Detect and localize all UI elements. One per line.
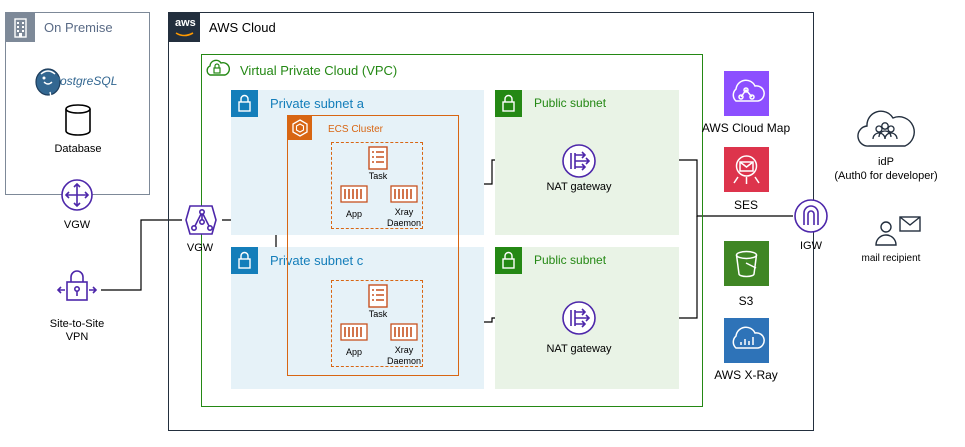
igw-icon <box>793 198 829 234</box>
public-subnet-a-lock-icon <box>495 90 522 117</box>
private-subnet-a-title: Private subnet a <box>270 96 364 111</box>
public-subnet-c-lock-icon <box>495 247 522 274</box>
task-a-group: Task App Xray Daemon <box>331 142 423 229</box>
building-icon <box>6 13 35 42</box>
vpn-label-line1: Site-to-Site <box>49 318 105 330</box>
vpn-to-vgw-line <box>101 219 182 291</box>
vgw-onprem-label: VGW <box>63 219 91 231</box>
task-a-app-container-icon <box>340 185 368 203</box>
nat-gateway-c-icon <box>561 300 597 336</box>
on-premise-group: On Premise <box>5 12 150 195</box>
cloud-map-icon <box>724 71 769 116</box>
vgw-router-icon <box>60 178 94 212</box>
aws-logo-icon: aws <box>169 13 200 42</box>
task-a-app-label: App <box>345 209 363 219</box>
task-a-icon <box>368 146 388 170</box>
task-a-xray-container-icon <box>390 185 418 203</box>
vpc-cloud-lock-icon <box>204 58 230 80</box>
idp-users-cloud-icon <box>855 108 917 152</box>
task-c-xray-label: Xray <box>394 345 414 355</box>
private-subnet-c-title: Private subnet c <box>270 253 364 268</box>
nat-gateway-a-icon <box>561 143 597 179</box>
s3-label: S3 <box>738 294 754 308</box>
nat-gateway-c-label: NAT gateway <box>546 343 612 355</box>
task-c-icon <box>368 284 388 308</box>
private-subnet-a-lock-icon <box>231 90 258 117</box>
public-subnet-a-title: Public subnet <box>534 96 607 110</box>
s3-icon <box>724 241 769 286</box>
idp-label-line2: (Auth0 for developer) <box>834 170 938 182</box>
task-c-app-container-icon <box>340 323 368 341</box>
on-premise-title: On Premise <box>44 20 113 35</box>
task-c-group: Task App Xray Daemon <box>331 280 423 367</box>
aws-cloud-title: AWS Cloud <box>209 20 276 35</box>
ecs-cluster-group: ECS Cluster <box>287 115 459 376</box>
ses-label: SES <box>733 198 759 212</box>
cloud-map-label: AWS Cloud Map <box>701 121 791 135</box>
ecs-cluster-icon <box>288 116 312 140</box>
postgresql-logo-icon <box>28 64 128 104</box>
aws-logo-text: aws <box>175 17 196 29</box>
public-subnet-c-title: Public subnet <box>534 253 607 267</box>
igw-label: IGW <box>800 240 822 252</box>
ecs-cluster-title: ECS Cluster <box>328 124 384 135</box>
mail-recipient-icon <box>872 213 924 249</box>
postgresql-logo-text: PostgreSQL <box>52 74 118 88</box>
vpc-title: Virtual Private Cloud (VPC) <box>240 63 398 78</box>
private-subnet-a: Private subnet a <box>231 90 484 235</box>
private-subnet-c: Private subnet c <box>231 247 484 389</box>
task-c-label: Task <box>368 309 388 319</box>
vgw-vpc-label: VGW <box>186 242 214 254</box>
ses-icon <box>724 147 769 192</box>
private-subnet-c-lock-icon <box>231 247 258 274</box>
database-label: Database <box>54 143 102 155</box>
task-a-xray-label: Xray <box>394 207 414 217</box>
vpn-lock-icon <box>56 268 98 306</box>
xray-icon <box>724 318 769 363</box>
database-icon <box>64 104 92 136</box>
task-c-daemon-label: Daemon <box>386 356 422 366</box>
task-c-app-label: App <box>345 347 363 357</box>
vpn-label-line2: VPN <box>65 331 89 343</box>
idp-label-line1: idP <box>878 156 894 168</box>
vgw-vpc-icon <box>182 200 222 240</box>
task-a-label: Task <box>368 171 388 181</box>
xray-label: AWS X-Ray <box>714 368 778 382</box>
task-c-xray-container-icon <box>390 323 418 341</box>
nat-gateway-a-label: NAT gateway <box>546 181 612 193</box>
mail-recipient-label: mail recipient <box>861 253 921 264</box>
task-a-daemon-label: Daemon <box>386 218 422 228</box>
